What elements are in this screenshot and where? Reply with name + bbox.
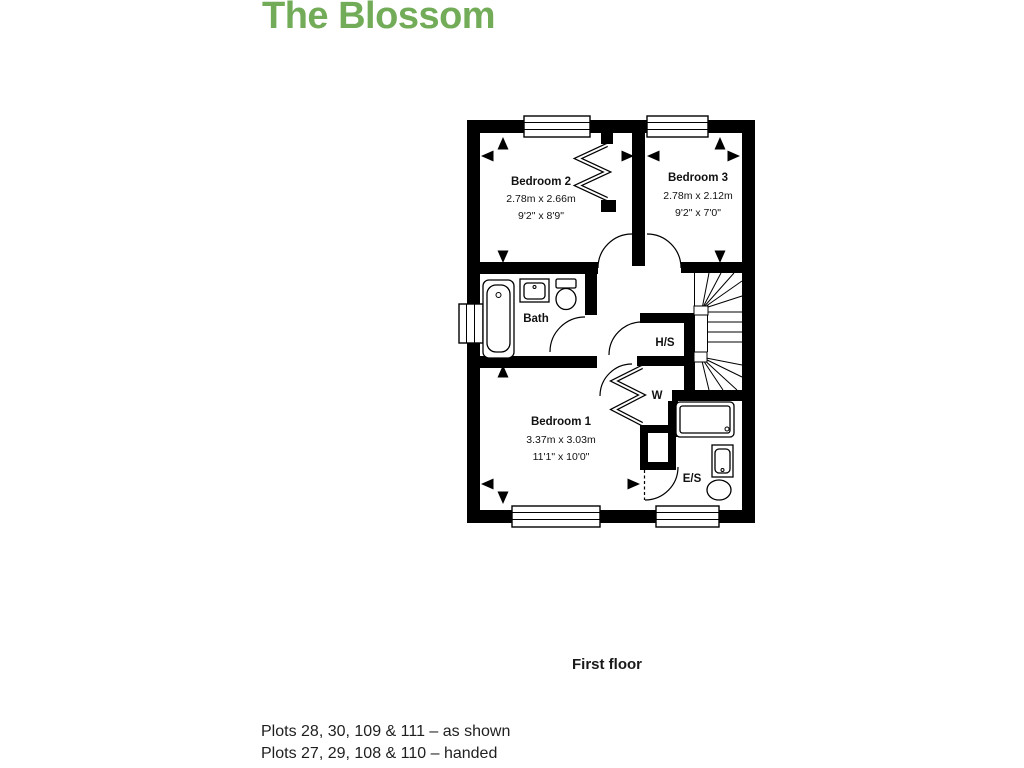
door-arc-hs — [608, 321, 643, 356]
arrow-down-icon — [497, 491, 509, 504]
arrow-up-icon — [497, 137, 509, 150]
bedroom2-imperial: 9'2" x 8'9" — [518, 210, 564, 222]
shower-icon — [675, 401, 735, 438]
window-bedroom1 — [511, 505, 601, 528]
door-arc-bedroom1 — [599, 363, 633, 397]
wall-closet-stub-top — [601, 133, 613, 144]
door-arc-ensuite — [644, 466, 679, 501]
bathtub-icon — [482, 279, 515, 359]
window-bedroom3 — [646, 115, 709, 138]
stair-newel — [693, 351, 708, 363]
bath-sink-icon — [519, 278, 550, 303]
doors — [549, 233, 682, 501]
arrow-left-icon — [481, 150, 494, 162]
fixtures — [482, 278, 735, 501]
arrow-down-icon — [714, 250, 726, 263]
door-arc-bedroom3 — [646, 233, 682, 269]
bedroom1-label: Bedroom 1 — [531, 416, 592, 428]
bath-toilet-icon — [555, 278, 577, 311]
bifold-door-wardrobe — [608, 364, 647, 426]
wall-hs-top — [640, 313, 694, 323]
window-bedroom2 — [523, 115, 591, 138]
bifold-doors — [572, 142, 647, 426]
bedroom3-metric: 2.78m x 2.12m — [663, 190, 733, 202]
wall-closet-stub-bottom — [601, 200, 616, 212]
arrow-up-icon — [497, 365, 509, 378]
wall-bath-right — [585, 262, 597, 315]
arrow-right-icon — [727, 150, 740, 162]
hs-label: H/S — [655, 337, 675, 349]
bath-label: Bath — [523, 313, 549, 325]
window-ensuite — [655, 505, 720, 528]
bedroom2-metric: 2.78m x 2.66m — [506, 193, 576, 205]
wall-stair-left — [684, 313, 694, 390]
bedroom3-imperial: 9'2" x 7'0" — [675, 207, 721, 219]
page-title: The Blossom — [262, 0, 496, 37]
room-labels: Bedroom 2 2.78m x 2.66m 9'2" x 8'9" Bedr… — [506, 172, 733, 485]
walls — [467, 120, 755, 523]
duct-box-inner — [648, 433, 668, 462]
bifold-door-bedroom2-closet — [572, 142, 613, 202]
plots-handed: Plots 27, 29, 108 & 110 – handed — [261, 745, 498, 762]
measurement-arrows — [481, 137, 740, 504]
bedroom1-imperial: 11'1" x 10'0" — [533, 451, 590, 463]
bedroom3-label: Bedroom 3 — [668, 172, 728, 184]
bedroom1-metric: 3.37m x 3.03m — [526, 434, 596, 446]
wall-ensuite-left — [668, 401, 678, 437]
arrow-left-icon — [647, 150, 660, 162]
arrow-down-icon — [497, 250, 509, 263]
ensuite-sink-icon — [711, 444, 734, 478]
floor-plan: Bedroom 2 2.78m x 2.66m 9'2" x 8'9" Bedr… — [450, 98, 770, 538]
wall-right — [742, 120, 755, 523]
arrow-left-icon — [481, 478, 494, 490]
window-bath — [458, 303, 484, 344]
arrow-right-icon — [627, 478, 640, 490]
wardrobe-label: W — [652, 390, 663, 402]
plots-legend: Plots 28, 30, 109 & 111 – as shown Plots… — [261, 721, 510, 765]
wall-ensuite-top — [672, 390, 742, 401]
staircase — [693, 272, 743, 391]
floor-label: First floor — [572, 656, 642, 673]
wall-bedroom2-bottom — [480, 262, 598, 274]
stair-newel — [693, 305, 709, 316]
floor-plan-svg: Bedroom 2 2.78m x 2.66m 9'2" x 8'9" Bedr… — [458, 115, 755, 528]
windows — [458, 115, 720, 528]
wall-bedroom2-bedroom3 — [632, 133, 645, 266]
door-arc-bedroom2 — [597, 233, 633, 269]
arrow-right-icon — [621, 150, 634, 162]
wall-top — [467, 120, 755, 133]
bedroom2-label: Bedroom 2 — [511, 176, 571, 188]
arrow-up-icon — [714, 137, 726, 150]
door-arc-bath — [549, 316, 586, 353]
ensuite-label: E/S — [683, 473, 702, 485]
wall-hs-bottom — [637, 356, 694, 366]
plots-as-shown: Plots 28, 30, 109 & 111 – as shown — [261, 723, 511, 740]
wall-bedroom1-top — [480, 356, 597, 368]
ensuite-toilet-icon — [706, 479, 732, 501]
wall-stair-top — [681, 262, 742, 273]
